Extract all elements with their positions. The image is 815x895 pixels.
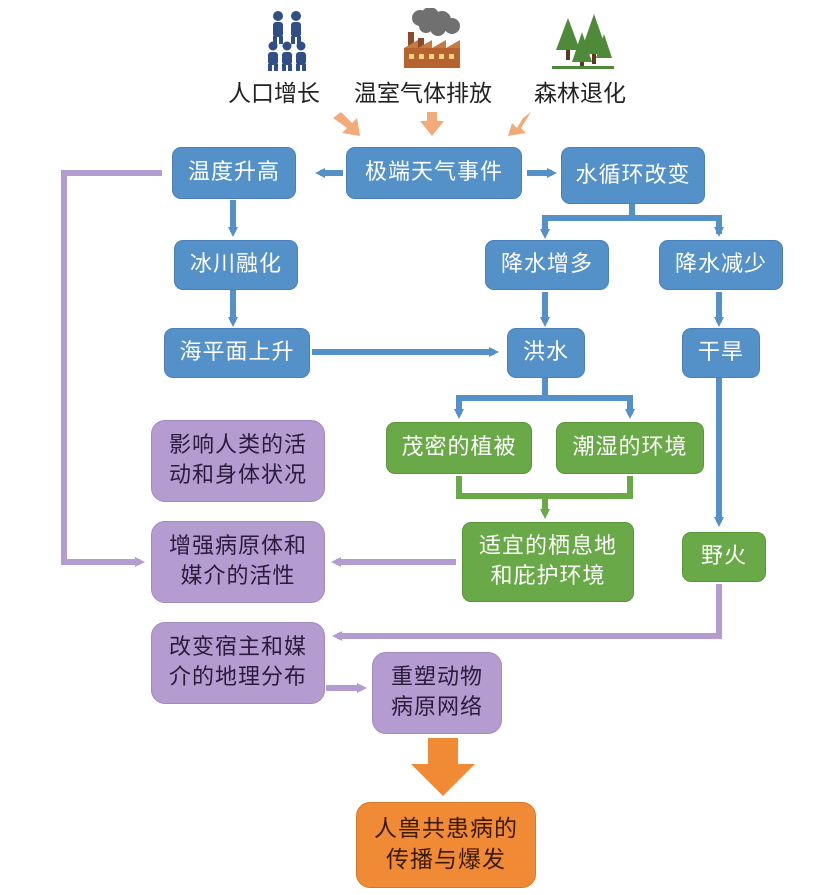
- node-sea-level-rise: 海平面上升: [164, 328, 310, 378]
- node-human-activity-line2: 动和身体状况: [168, 463, 307, 488]
- arrow-water-split-right: [632, 215, 722, 234]
- arrow-population: [333, 112, 360, 136]
- factory-smoke-icon: [404, 8, 460, 68]
- node-suitable-habitat-line2: 和庇护环境: [490, 564, 606, 589]
- node-wildfire: 野火: [682, 532, 766, 582]
- node-geographic-distribution-line1: 改变宿主和媒: [168, 635, 307, 661]
- node-drought-text: 干旱: [697, 340, 744, 366]
- node-pathogen-activity-line1: 增强病原体和: [168, 534, 307, 560]
- node-dense-vegetation: 茂密的植被: [386, 422, 532, 474]
- node-human-activity: 影响人类的活 动和身体状况: [151, 420, 325, 502]
- node-humid-environment-text: 潮湿的环境: [572, 435, 688, 461]
- arrow-greenhouse: [420, 112, 444, 136]
- node-temperature-rise: 温度升高: [172, 147, 296, 199]
- arrow-temp-to-pathogen: [61, 170, 162, 567]
- node-glacier-melt-text: 冰川融化: [189, 252, 282, 278]
- node-glacier-melt: 冰川融化: [174, 240, 298, 290]
- node-suitable-habitat: 适宜的栖息地 和庇护环境: [462, 522, 634, 602]
- blue-arrows: [228, 168, 724, 527]
- node-dense-vegetation-text: 茂密的植被: [401, 435, 517, 461]
- arrow-deforestation: [508, 112, 531, 136]
- node-human-activity-line1: 影响人类的活: [168, 433, 307, 459]
- arrow-wildfire-to-distribution: [332, 584, 722, 641]
- forest-icon: [552, 14, 614, 69]
- node-humid-environment: 潮湿的环境: [556, 422, 704, 474]
- node-temperature-rise-text: 温度升高: [187, 160, 280, 186]
- node-geographic-distribution: 改变宿主和媒 介的地理分布: [151, 622, 325, 704]
- node-precipitation-increase-text: 降水增多: [500, 252, 593, 278]
- node-pathogen-network: 重塑动物 病原网络: [372, 652, 502, 734]
- node-pathogen-network-line2: 病原网络: [390, 695, 483, 720]
- population-icon: [268, 11, 306, 71]
- driver-arrows: [333, 112, 531, 136]
- driver-deforestation-label: 森林退化: [534, 81, 626, 107]
- node-wildfire-text: 野火: [700, 544, 747, 570]
- node-sea-level-rise-text: 海平面上升: [179, 340, 295, 366]
- node-drought: 干旱: [682, 328, 760, 378]
- driver-population-label: 人口增长: [228, 81, 320, 107]
- arrow-network-to-zoonosis: [411, 738, 475, 796]
- arrow-flood-split: [454, 378, 548, 419]
- arrow-veg-humid-merge: [456, 476, 633, 499]
- node-zoonosis-outbreak-line2: 传播与爆发: [386, 847, 506, 873]
- driver-greenhouse-label: 温室气体排放: [354, 81, 492, 107]
- node-zoonosis-outbreak-line1: 人兽共患病的: [374, 815, 518, 842]
- node-water-cycle: 水循环改变: [561, 147, 705, 204]
- node-precipitation-decrease-text: 降水减少: [674, 252, 767, 278]
- node-flood: 洪水: [507, 328, 585, 378]
- node-pathogen-network-line1: 重塑动物: [390, 665, 483, 691]
- node-precipitation-decrease: 降水减少: [659, 240, 783, 290]
- node-suitable-habitat-line1: 适宜的栖息地: [478, 534, 617, 560]
- node-geographic-distribution-line2: 介的地理分布: [168, 665, 307, 690]
- node-precipitation-increase: 降水增多: [485, 240, 609, 290]
- green-arrows: [456, 476, 633, 519]
- node-zoonosis-outbreak: 人兽共患病的 传播与爆发: [356, 802, 536, 888]
- node-pathogen-activity: 增强病原体和 媒介的活性: [151, 521, 325, 603]
- purple-arrows: [61, 170, 722, 693]
- node-pathogen-activity-line2: 媒介的活性: [180, 564, 296, 589]
- arrow-water-split: [540, 204, 635, 239]
- node-extreme-weather: 极端天气事件: [346, 147, 522, 199]
- node-extreme-weather-text: 极端天气事件: [364, 160, 503, 186]
- node-water-cycle-text: 水循环改变: [575, 162, 691, 188]
- node-flood-text: 洪水: [522, 340, 569, 366]
